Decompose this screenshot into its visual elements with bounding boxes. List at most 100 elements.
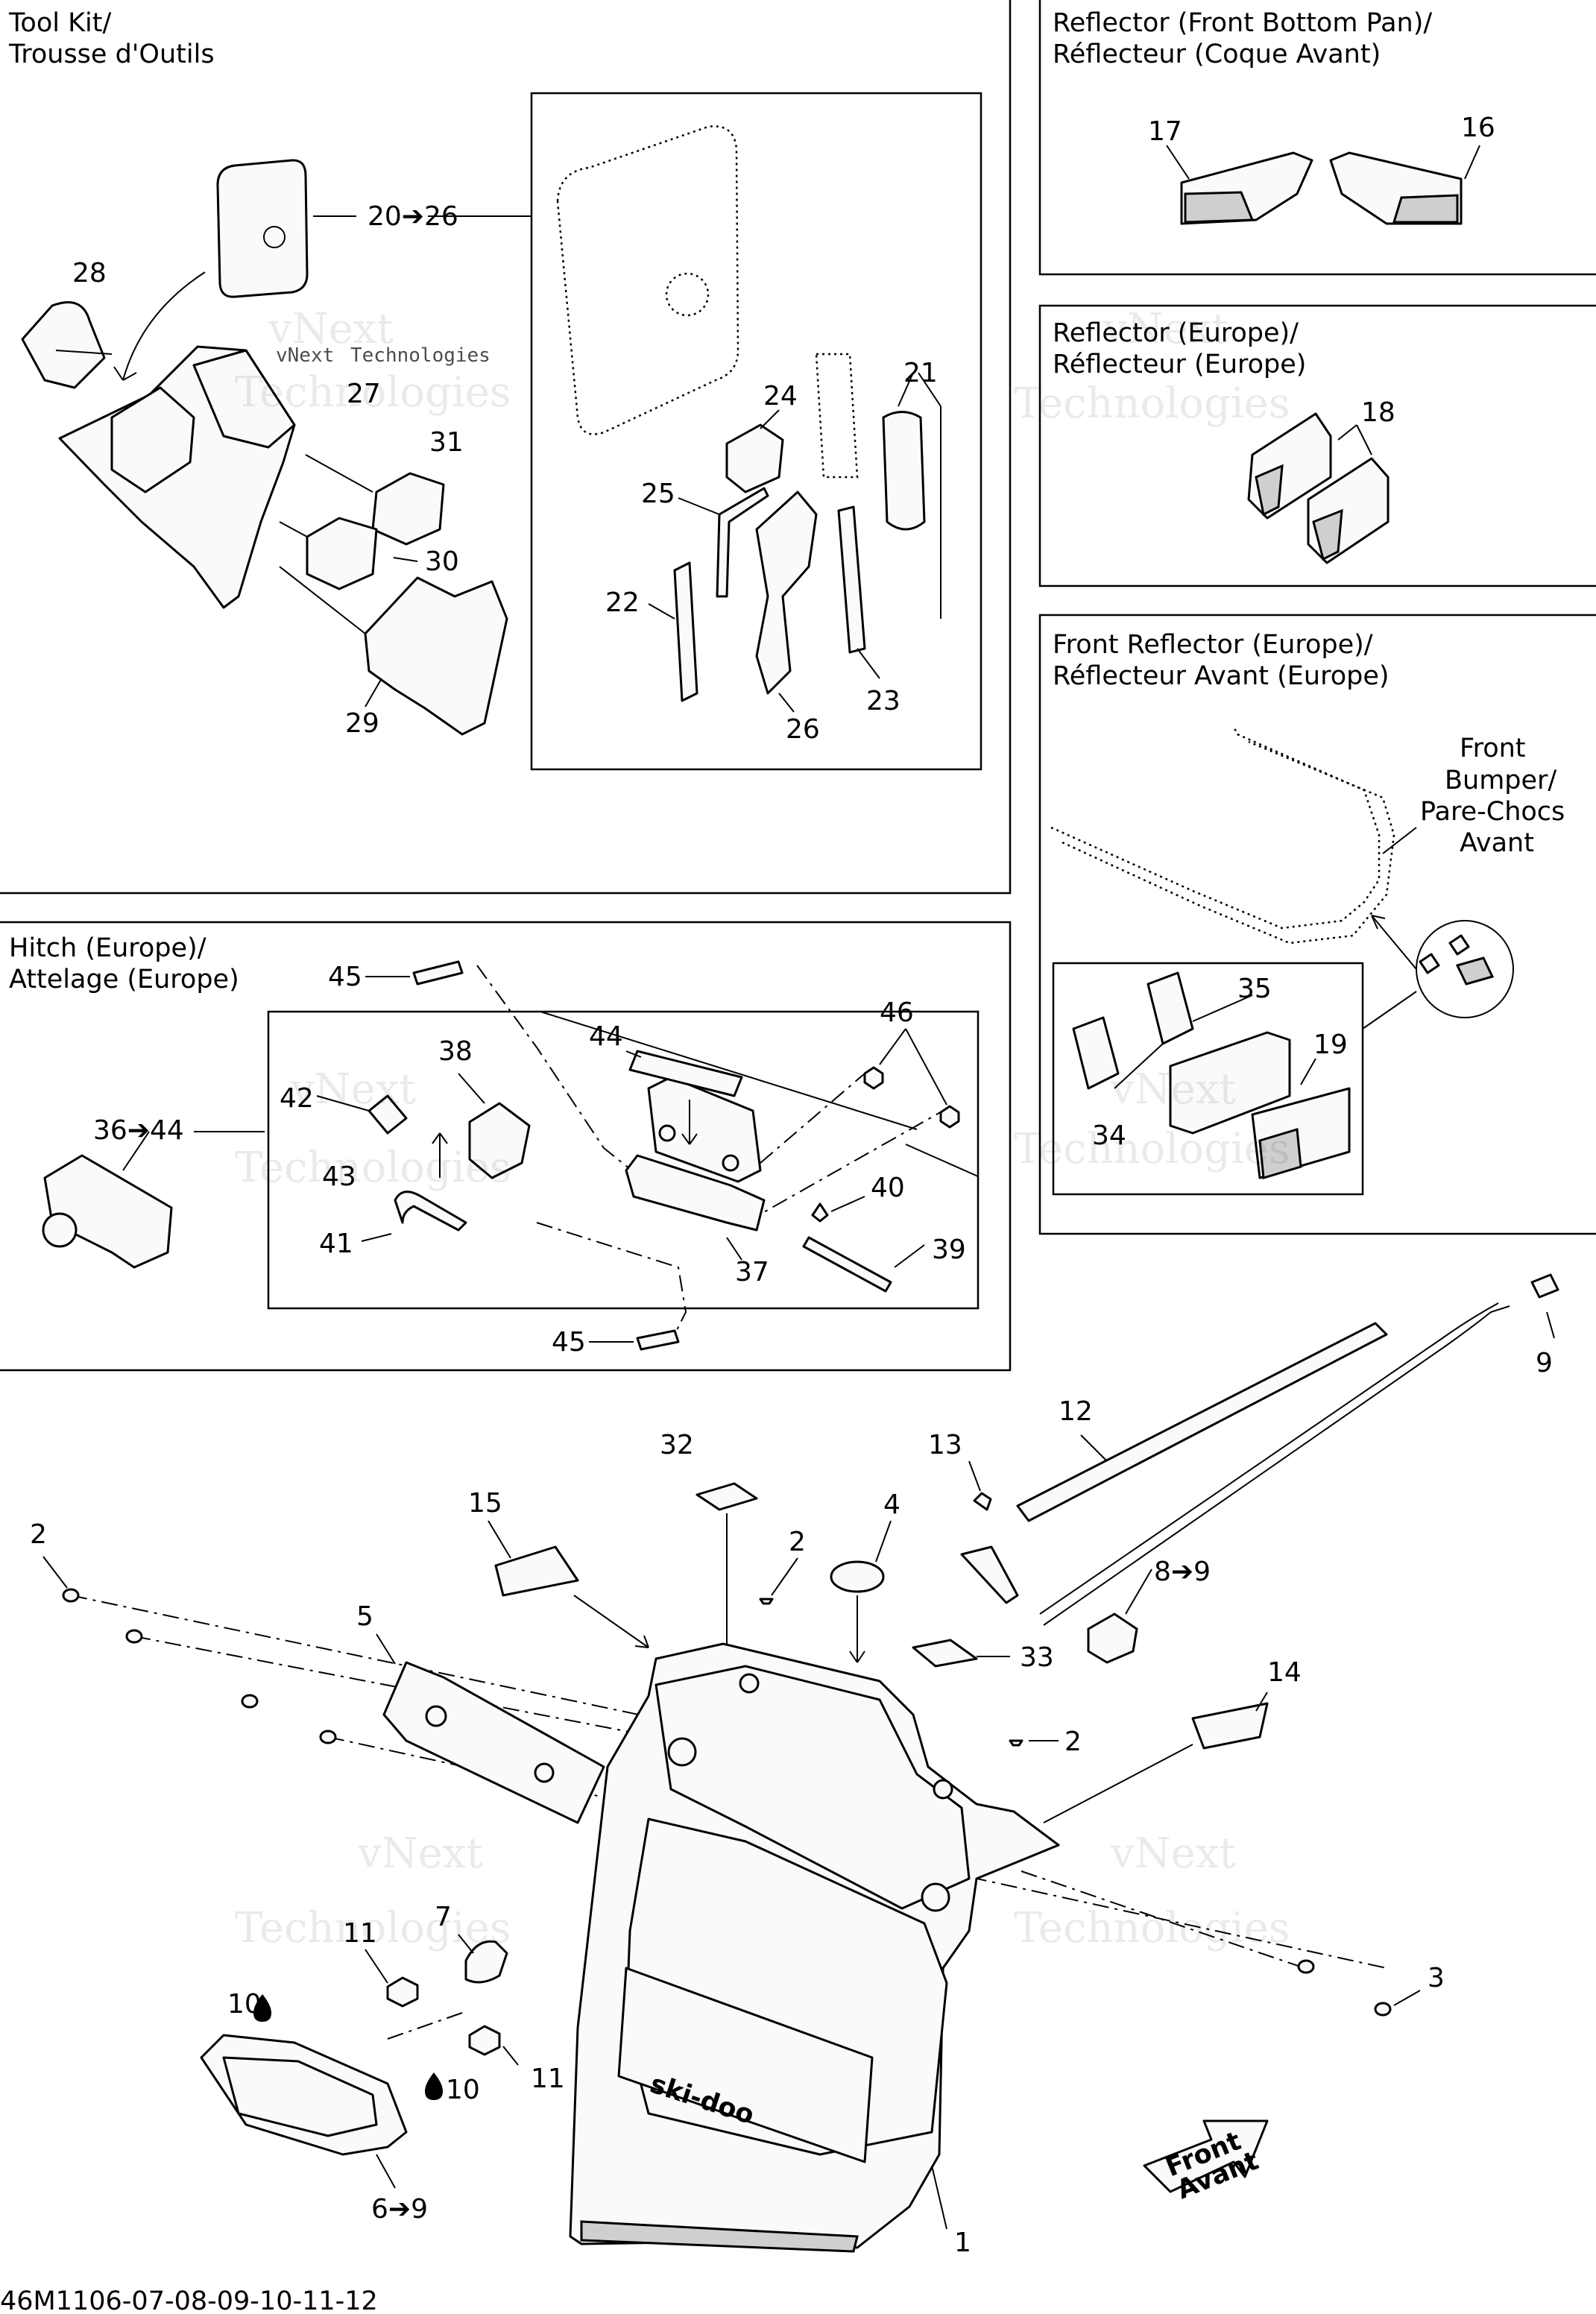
callout-45-top: 45 bbox=[328, 962, 362, 992]
callout-22: 22 bbox=[605, 587, 640, 618]
callout-2-top: 2 bbox=[789, 1527, 806, 1557]
front-bumper-label-4: Avant bbox=[1460, 828, 1534, 858]
svg-text:Technologies: Technologies bbox=[1014, 379, 1290, 428]
hitch-title-en: Hitch (Europe)/ bbox=[9, 933, 206, 963]
watermarks: vNext Technologies vNext Technologies vN… bbox=[235, 305, 1290, 1952]
front-bumper-label-1: Front bbox=[1460, 734, 1526, 763]
pad-31 bbox=[371, 472, 445, 546]
svg-text:Technologies: Technologies bbox=[1014, 1125, 1290, 1173]
hitch-inset-frame bbox=[267, 1010, 980, 1310]
screwdriver bbox=[882, 411, 926, 531]
decal-15 bbox=[494, 1545, 579, 1597]
hood-windshield-area bbox=[655, 1665, 971, 1910]
front-reflector-inset-frame bbox=[1052, 962, 1364, 1196]
callout-3: 3 bbox=[1428, 1963, 1445, 1993]
svg-text:vNext: vNext bbox=[1110, 1065, 1236, 1114]
callout-32: 32 bbox=[660, 1430, 694, 1460]
pin-39 bbox=[802, 1236, 892, 1293]
spring-loop bbox=[837, 505, 866, 654]
tool-bag-dotted bbox=[556, 125, 739, 435]
tool-bag-small bbox=[216, 159, 309, 298]
callout-7: 7 bbox=[435, 1902, 452, 1932]
callout-16: 16 bbox=[1461, 113, 1495, 143]
callout-21: 21 bbox=[903, 358, 938, 388]
allen-key bbox=[716, 487, 769, 598]
callout-29: 29 bbox=[345, 708, 379, 739]
bulb-7 bbox=[464, 1940, 508, 1984]
tool-kit-title-fr: Trousse d'Outils bbox=[8, 40, 215, 69]
drawing-code: 46M1106-07-08-09-10-11-12 bbox=[0, 2286, 378, 2314]
tool-kit-drawings bbox=[21, 125, 941, 736]
hitch-frame bbox=[0, 921, 1012, 1372]
callout-30: 30 bbox=[425, 546, 459, 577]
reflector-europe-title-fr: Réflecteur (Europe) bbox=[1053, 350, 1306, 379]
callout-42: 42 bbox=[280, 1083, 314, 1114]
svg-text:Technologies: Technologies bbox=[1014, 1904, 1290, 1952]
callout-46: 46 bbox=[880, 997, 914, 1028]
bottom-pan-reflectors bbox=[1166, 145, 1480, 225]
hood-bottom-edge bbox=[580, 2220, 859, 2253]
hitch-title-fr: Attelage (Europe) bbox=[9, 965, 239, 994]
callout-1: 1 bbox=[954, 2228, 971, 2258]
bracket-35 bbox=[1146, 971, 1194, 1045]
decal-14 bbox=[1191, 1702, 1269, 1750]
callout-35: 35 bbox=[1237, 974, 1272, 1004]
pad-30 bbox=[306, 517, 378, 590]
svg-text:Technologies: Technologies bbox=[235, 1144, 511, 1192]
pin-41 bbox=[394, 1191, 467, 1232]
svg-text:vNext: vNext bbox=[290, 1065, 416, 1114]
svg-text:Technologies: Technologies bbox=[235, 1904, 511, 1952]
europe-reflectors bbox=[1247, 412, 1390, 564]
decal-33 bbox=[912, 1639, 978, 1668]
holder-34 bbox=[1169, 1031, 1291, 1135]
callout-39: 39 bbox=[932, 1235, 966, 1265]
front-arrow bbox=[1143, 2119, 1269, 2193]
callout-27: 27 bbox=[347, 379, 381, 409]
callout-36-44: 36➔44 bbox=[93, 1115, 184, 1146]
callout-4: 4 bbox=[883, 1489, 900, 1520]
callout-2-left: 2 bbox=[30, 1519, 47, 1550]
ball-38 bbox=[468, 1102, 531, 1179]
callout-40: 40 bbox=[871, 1173, 905, 1203]
callout-2-right: 2 bbox=[1064, 1727, 1082, 1757]
front-reflector-europe-title-fr: Réflecteur Avant (Europe) bbox=[1053, 661, 1390, 691]
multi-tool bbox=[755, 491, 818, 695]
socket-dotted bbox=[815, 353, 859, 479]
bracket-34 bbox=[1072, 1016, 1120, 1090]
svg-text:vNext: vNext bbox=[357, 1829, 483, 1878]
callout-15: 15 bbox=[468, 1488, 502, 1519]
callout-28: 28 bbox=[72, 258, 107, 289]
reflector-europe-title-en: Reflector (Europe)/ bbox=[1053, 318, 1299, 348]
main-assembly-drawings: ski-doo bbox=[42, 1273, 1559, 2253]
oil-drop-icon bbox=[425, 2072, 443, 2100]
callout-34: 34 bbox=[1092, 1120, 1126, 1151]
bolt-45-bottom bbox=[636, 1329, 680, 1351]
callout-10-right: 10 bbox=[446, 2075, 480, 2105]
pad-29 bbox=[364, 576, 508, 736]
front-reflector-drawings bbox=[1050, 726, 1514, 1179]
callout-19: 19 bbox=[1313, 1030, 1348, 1060]
svg-text:vNext: vNext bbox=[268, 305, 394, 353]
callout-14: 14 bbox=[1267, 1657, 1302, 1688]
decal-32 bbox=[696, 1482, 758, 1511]
wrench bbox=[673, 561, 698, 702]
callout-13: 13 bbox=[928, 1430, 962, 1460]
connector-9 bbox=[1530, 1273, 1559, 1299]
front-reflector-europe-title-en: Front Reflector (Europe)/ bbox=[1053, 630, 1373, 660]
svg-text:Technologies: Technologies bbox=[235, 368, 511, 417]
reflector-bottom-pan-title-en: Reflector (Front Bottom Pan)/ bbox=[1053, 8, 1432, 38]
callout-43: 43 bbox=[322, 1161, 356, 1192]
callout-8-9: 8➔9 bbox=[1154, 1557, 1211, 1587]
callout-12: 12 bbox=[1059, 1396, 1093, 1427]
callout-20-26: 20➔26 bbox=[368, 201, 458, 232]
plate-44 bbox=[628, 1050, 743, 1097]
callout-44: 44 bbox=[589, 1021, 623, 1052]
hitch-drawings bbox=[42, 960, 979, 1351]
callout-9: 9 bbox=[1536, 1348, 1553, 1378]
svg-text:Technologies: Technologies bbox=[350, 344, 491, 367]
section-frames bbox=[0, 0, 1596, 1372]
reflector-europe-frame bbox=[1038, 304, 1596, 587]
callout-25: 25 bbox=[641, 479, 675, 509]
callout-37: 37 bbox=[735, 1257, 769, 1287]
callout-24: 24 bbox=[763, 381, 798, 412]
